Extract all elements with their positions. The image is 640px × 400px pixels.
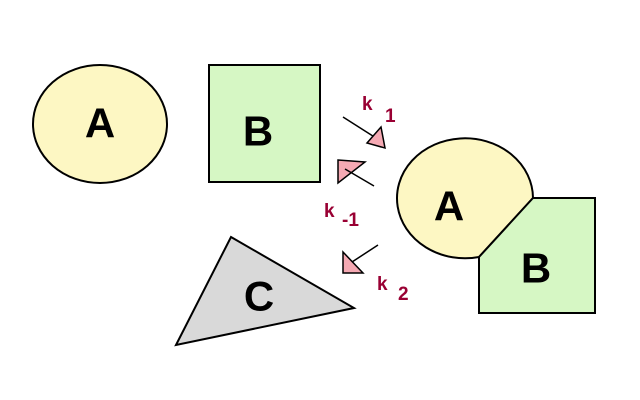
product-c-label: C xyxy=(244,273,274,320)
rate-k1-subscript: 1 xyxy=(385,106,396,127)
molecule-a: A xyxy=(32,64,168,184)
rate-k-1-symbol: k xyxy=(324,201,335,222)
complex-ab: A B xyxy=(396,137,596,314)
rate-constants: k 1 k -1 k 2 xyxy=(324,94,409,305)
complex-b-label: B xyxy=(521,245,551,292)
reverse-arrow-k-1 xyxy=(337,159,375,187)
forward-arrow-k1 xyxy=(342,116,386,150)
molecule-a-label: A xyxy=(85,100,115,147)
arrowhead-icon xyxy=(337,159,367,185)
complex-a-label: A xyxy=(434,183,464,230)
rate-k1-symbol: k xyxy=(362,94,373,115)
arrowhead-icon xyxy=(342,250,365,274)
rate-k2-subscript: 2 xyxy=(398,284,409,305)
rate-k2-symbol: k xyxy=(377,274,388,295)
product-c: C xyxy=(174,235,357,347)
forward-arrow-k2 xyxy=(342,244,379,274)
arrowhead-icon xyxy=(365,125,386,150)
molecule-b: B xyxy=(208,64,321,183)
rate-k-1-subscript: -1 xyxy=(342,210,359,231)
molecule-b-label: B xyxy=(243,108,273,155)
